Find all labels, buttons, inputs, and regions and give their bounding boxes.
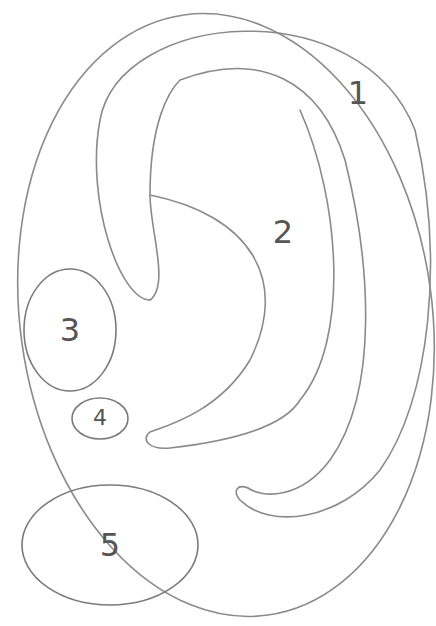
numbered-region: 3 [22,267,118,393]
region-ellipse [24,269,116,391]
callout-number: 1 [348,77,368,109]
callout-number: 5 [100,529,120,561]
callout-number: 4 [93,407,107,429]
antihelix [146,110,334,448]
numbered-region: 4 [70,396,130,441]
callout-number: 2 [273,216,293,248]
helix-outer [96,31,430,517]
numbered-region: 5 [20,483,200,607]
region-ellipse [72,398,128,439]
callout-number: 3 [60,314,80,346]
region-ellipse [22,485,198,605]
